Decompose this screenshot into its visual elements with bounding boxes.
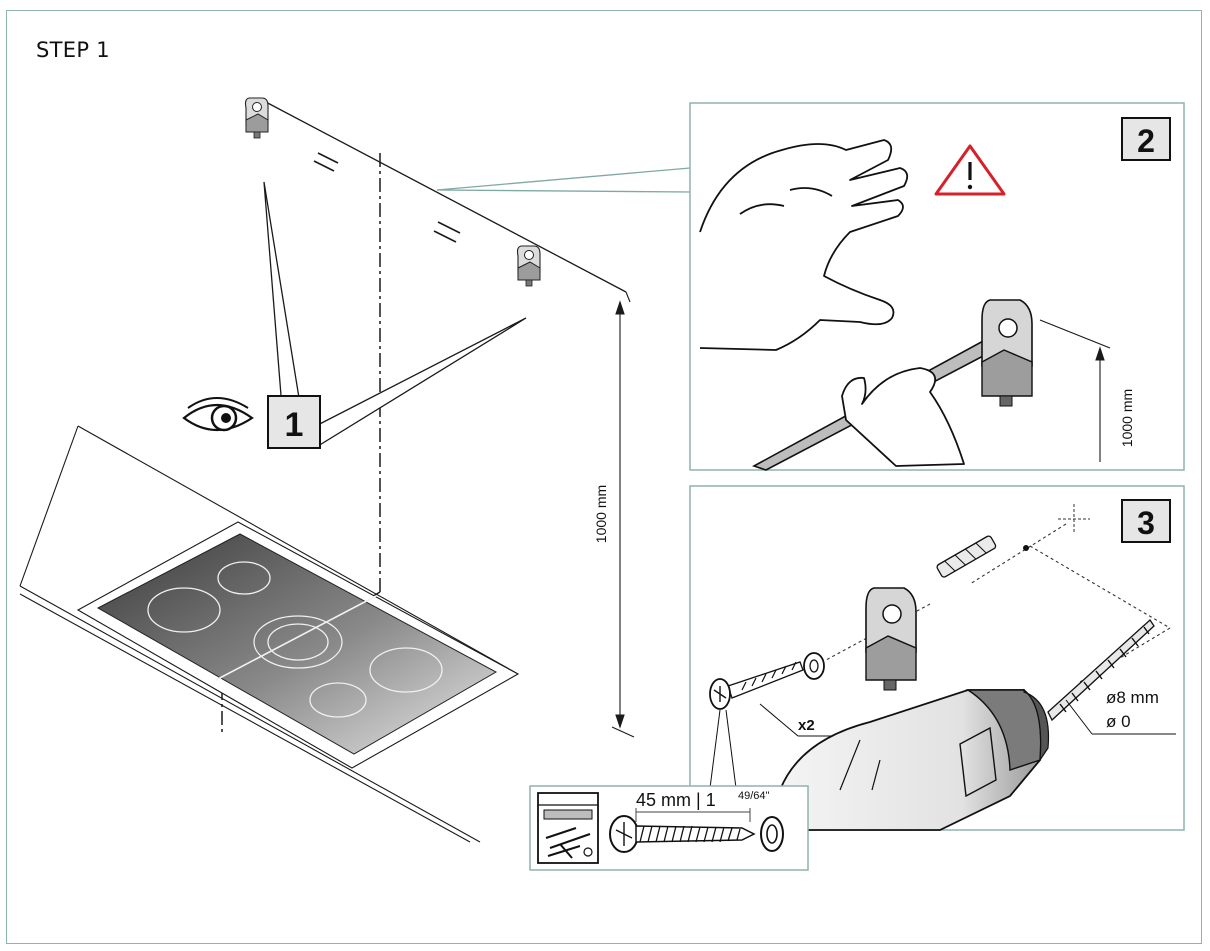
step-title: STEP 1 [36,38,110,62]
bit-size-leader [1065,699,1176,735]
equal-mark-icon [433,221,461,243]
badge-2-label: 2 [1137,123,1155,159]
wall-plug-icon [936,535,997,578]
diagram-frame [6,10,1202,944]
washer-icon [760,816,784,852]
wall-bracket-icon [865,587,917,691]
hand-icon [699,139,909,351]
panel-2-height-label: 1000 mm [1119,389,1135,447]
screw-icon [709,661,804,710]
panel-2-dimension [1039,319,1111,462]
screw-detail-box: 45 mm | 1 49/64" [529,709,809,871]
countertop [19,425,519,843]
screw-length-fraction: 49/64" [738,790,770,802]
screw-length-dimension [635,808,751,822]
quantity-leader [759,703,799,737]
callout-to-panel-2 [436,167,691,193]
wall-bracket-icon [516,245,541,287]
wall-bracket-icon [244,97,269,139]
warning-icon [934,144,1006,196]
drill-icon [779,619,1155,831]
crosshair-icon [1058,504,1090,534]
panel-2: 2 [689,102,1185,471]
parts-bag-icon [537,792,599,864]
badge-3-label: 3 [1137,505,1155,541]
drill-point [1023,545,1029,551]
equal-mark-icon [313,152,339,172]
step-badge-1: 1 [267,395,321,449]
wall-reference-line [261,99,627,293]
hand-icon [841,367,965,467]
eye-icon [182,397,254,432]
badge-1-label: 1 [285,406,304,444]
cooktop-icon [76,521,520,769]
wall-bracket-icon [981,299,1033,407]
panel-3: 3 [689,485,1185,831]
quantity-label: x2 [798,717,815,734]
main-height-label: 1000 mm [593,485,609,543]
washer-icon [803,652,825,680]
screw-icon [609,815,756,853]
drill-bit-size-label: ø8 mm [1106,688,1159,707]
screw-length-label: 45 mm | 1 [636,790,716,810]
drill-bit-alt-label: ø 0 [1106,712,1131,731]
height-dimension [611,291,635,738]
